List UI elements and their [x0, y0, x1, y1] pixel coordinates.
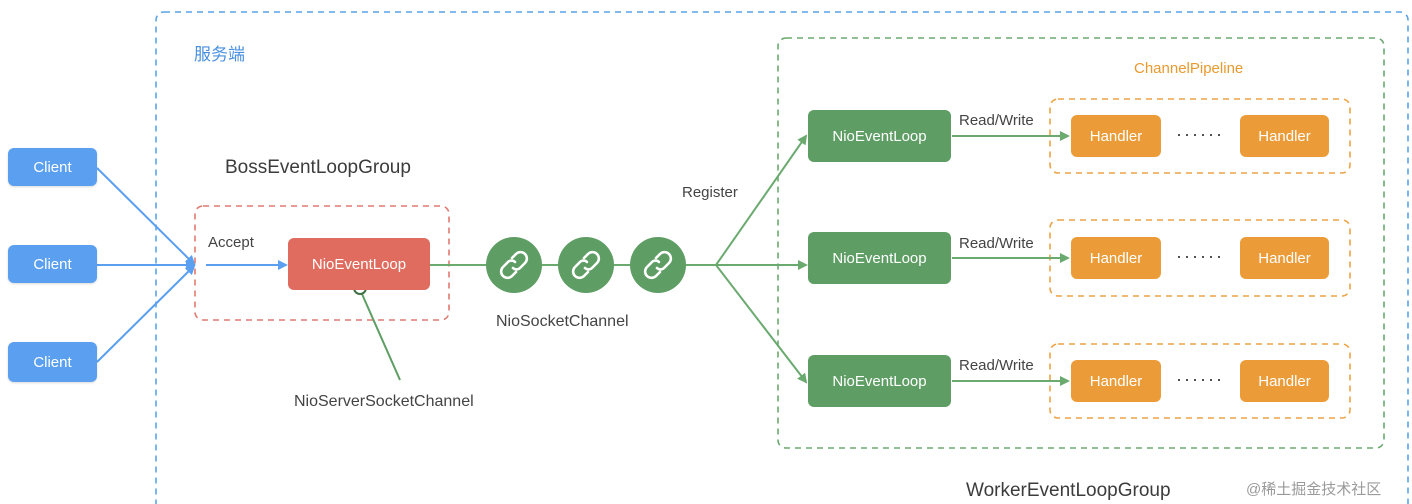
pipeline-label: ChannelPipeline — [1134, 60, 1244, 77]
worker-event-loop-3: NioEventLoop — [808, 355, 951, 407]
register-arrow-1 — [715, 134, 808, 266]
worker-group-boundary — [777, 37, 1385, 449]
server-title: 服务端 — [194, 45, 245, 64]
register-label: Register — [682, 184, 738, 201]
handler-last-3: Handler — [1240, 360, 1329, 402]
server-channel-pointer — [361, 293, 401, 381]
handler-first-1: Handler — [1071, 115, 1161, 157]
boss-event-loop: NioEventLoop — [288, 238, 430, 290]
client-node-1: Client — [8, 148, 97, 186]
socket-channel-link-icon-3 — [630, 237, 686, 293]
handler-ellipsis-2: ······ — [1176, 246, 1224, 266]
link-icon — [499, 250, 529, 280]
worker-group-label: WorkerEventLoopGroup — [966, 480, 1171, 501]
accept-label: Accept — [208, 234, 254, 251]
server-socket-channel-label: NioServerSocketChannel — [294, 393, 474, 410]
socket-channel-label: NioSocketChannel — [496, 313, 629, 330]
rw-label-2: Read/Write — [959, 235, 1034, 252]
handler-first-2: Handler — [1071, 237, 1161, 279]
link-icon — [571, 250, 601, 280]
server-boundary — [155, 11, 1409, 504]
handler-last-2: Handler — [1240, 237, 1329, 279]
worker-event-loop-1: NioEventLoop — [808, 110, 951, 162]
handler-ellipsis-3: ······ — [1176, 369, 1224, 389]
socket-channel-link-icon-2 — [558, 237, 614, 293]
handler-first-3: Handler — [1071, 360, 1161, 402]
pipeline-boundary-1 — [1049, 98, 1351, 174]
handler-ellipsis-1: ······ — [1176, 124, 1224, 144]
register-arrow-3 — [715, 264, 808, 384]
socket-channel-link-icon-1 — [486, 237, 542, 293]
client-node-3: Client — [8, 342, 97, 382]
rw-label-3: Read/Write — [959, 357, 1034, 374]
client-node-2: Client — [8, 245, 97, 283]
boss-group-label: BossEventLoopGroup — [225, 157, 411, 178]
link-icon — [643, 250, 673, 280]
client-arrow-3 — [96, 264, 196, 363]
pipeline-boundary-3 — [1049, 343, 1351, 419]
rw-label-1: Read/Write — [959, 112, 1034, 129]
client-arrow-1 — [96, 167, 196, 266]
worker-event-loop-2: NioEventLoop — [808, 232, 951, 284]
handler-last-1: Handler — [1240, 115, 1329, 157]
watermark: @稀土掘金技术社区 — [1246, 481, 1382, 498]
